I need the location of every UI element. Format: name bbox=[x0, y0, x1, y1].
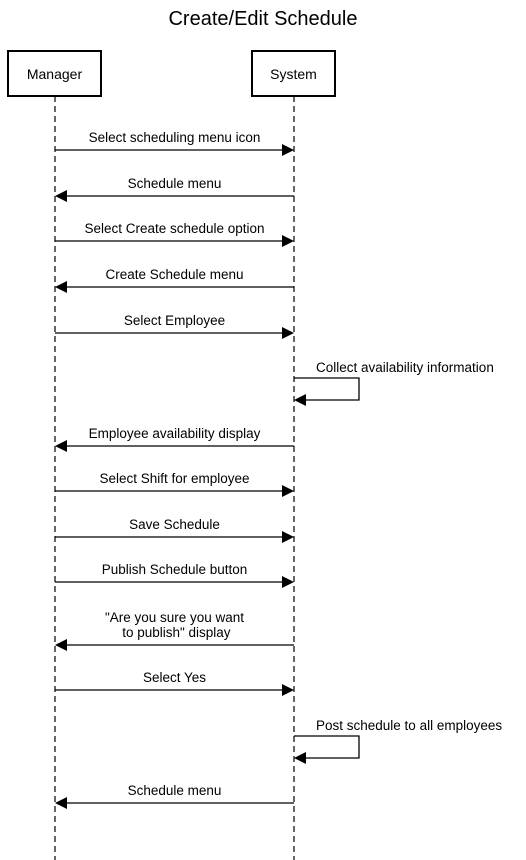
message-label-10: Publish Schedule button bbox=[102, 562, 248, 577]
arrow-head-3 bbox=[282, 235, 294, 247]
message-label-5: Select Employee bbox=[124, 313, 225, 328]
message-label-9: Save Schedule bbox=[129, 517, 220, 532]
arrow-head-8 bbox=[282, 485, 294, 497]
message-label-line: "Are you sure you want bbox=[105, 610, 244, 625]
arrow-head-11 bbox=[55, 639, 67, 651]
arrow-head-4 bbox=[55, 281, 67, 293]
actor-label-system: System bbox=[270, 66, 317, 82]
self-message-line-13 bbox=[294, 735, 360, 759]
arrow-head-1 bbox=[282, 144, 294, 156]
arrow-head-12 bbox=[282, 684, 294, 696]
arrow-head-9 bbox=[282, 531, 294, 543]
arrow-head-14 bbox=[55, 797, 67, 809]
arrow-head-6 bbox=[294, 394, 306, 406]
message-label-8: Select Shift for employee bbox=[99, 471, 249, 486]
arrow-head-5 bbox=[282, 327, 294, 339]
message-label-7: Employee availability display bbox=[89, 426, 261, 441]
arrow-head-2 bbox=[55, 190, 67, 202]
message-label-6: Collect availability information bbox=[316, 360, 494, 375]
message-label-3: Select Create schedule option bbox=[84, 221, 264, 236]
message-label-line: to publish" display bbox=[118, 625, 230, 640]
message-label-11: "Are you sure you want to publish" displ… bbox=[105, 610, 244, 640]
arrow-head-10 bbox=[282, 576, 294, 588]
message-label-14: Schedule menu bbox=[128, 783, 222, 798]
arrow-head-7 bbox=[55, 440, 67, 452]
message-label-1: Select scheduling menu icon bbox=[89, 130, 261, 145]
arrow-head-13 bbox=[294, 752, 306, 764]
message-label-13: Post schedule to all employees bbox=[316, 718, 502, 733]
message-label-2: Schedule menu bbox=[128, 176, 222, 191]
actor-box-system bbox=[251, 50, 336, 97]
actor-box-manager bbox=[7, 50, 102, 97]
diagram-title: Create/Edit Schedule bbox=[168, 8, 357, 30]
message-label-12: Select Yes bbox=[143, 670, 206, 685]
message-label-4: Create Schedule menu bbox=[105, 267, 243, 282]
actor-label-manager: Manager bbox=[27, 66, 83, 82]
self-message-line-6 bbox=[294, 377, 360, 401]
